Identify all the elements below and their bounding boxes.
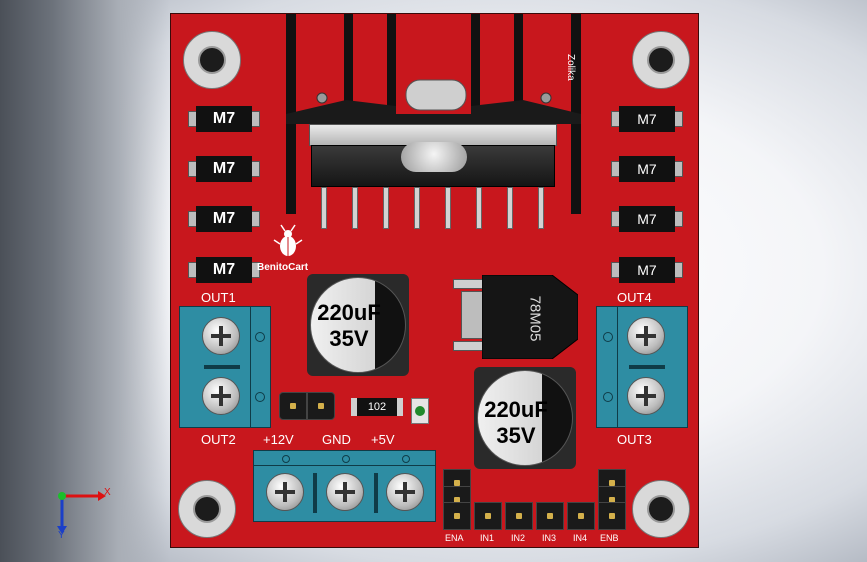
jumper-pin-1[interactable] [279,392,307,420]
capacitor-1-value: 220uF [317,300,381,325]
mounting-hole-top-left [183,31,241,89]
background-shade [0,0,170,562]
screw-out1[interactable] [202,317,240,355]
label-5v: +5V [371,432,395,447]
capacitor-2-voltage: 35V [496,423,536,448]
label-in4: IN4 [573,533,588,543]
ic-leg [414,187,420,229]
resistor: 102 [351,398,403,416]
label-gnd: GND [322,432,351,447]
header-pin-in1[interactable] [474,502,502,530]
ic-leg [507,187,513,229]
diode-right-2: M7 [611,156,683,182]
terminal-block-out3-out4[interactable] [596,306,688,428]
capacitor-2-value: 220uF [484,397,548,422]
author-silkscreen: Zolika [565,54,576,81]
diode-right-3: M7 [611,206,683,232]
l298n-board[interactable]: Zolika M7 M7 M7 M7 M7 M7 M7 M7 [170,13,699,548]
ic-leg [383,187,389,229]
diode-right-4: M7 [611,257,683,283]
axis-x-label: X [104,487,111,498]
diode-left-4: M7 [188,257,260,283]
mounting-hole-top-right [632,31,690,89]
diode-left-2: M7 [188,156,260,182]
mounting-hole-bottom-right [632,480,690,538]
ic-leg [538,187,544,229]
label-in2: IN2 [511,533,526,543]
diode-left-1: M7 [188,106,260,132]
diode-left-3: M7 [188,206,260,232]
header-pin-in2[interactable] [505,502,533,530]
ic-leg [352,187,358,229]
terminal-block-out1-out2[interactable] [179,306,271,428]
screw-out2[interactable] [202,377,240,415]
header-pin-ena[interactable] [443,502,471,530]
header-pin-enb[interactable] [598,502,626,530]
capacitor-2: 220uF 35V [474,367,576,469]
mounting-hole-bottom-left [178,480,236,538]
power-led [411,398,429,424]
label-out1: OUT1 [201,290,236,305]
regulator-tab [453,279,483,289]
label-enb: ENB [600,533,619,543]
heatsink [286,14,581,214]
jumper-pin-2[interactable] [307,392,335,420]
diode-right-1: M7 [611,106,683,132]
capacitor-1-voltage: 35V [329,326,369,351]
label-12v: +12V [263,432,294,447]
header-pin-in4[interactable] [567,502,595,530]
label-out4: OUT4 [617,290,652,305]
regulator-pin [453,341,483,351]
regulator-body [482,275,578,359]
resistor-label: 102 [367,401,387,413]
capacitor-1: 220uF 35V [307,274,409,376]
beetle-logo-icon [273,224,303,256]
regulator-pin [461,291,483,339]
screw-5v[interactable] [386,473,424,511]
label-in3: IN3 [542,533,557,543]
header-pin-in3[interactable] [536,502,564,530]
label-ena: ENA [445,533,464,543]
label-out2: OUT2 [201,432,236,447]
screw-out4[interactable] [627,317,665,355]
regulator-label: 78M05 [526,295,544,342]
label-out3: OUT3 [617,432,652,447]
terminal-block-power[interactable] [253,450,436,522]
screw-out3[interactable] [627,377,665,415]
driver-ic-bump [401,142,467,172]
screw-12v[interactable] [266,473,304,511]
ic-leg [476,187,482,229]
label-in1: IN1 [480,533,495,543]
ic-leg [321,187,327,229]
logo-text: BenitoCart [257,262,309,273]
axis-y-label: Y [58,530,65,541]
screw-gnd[interactable] [326,473,364,511]
coordinate-axes-icon [57,491,106,534]
ic-leg [445,187,451,229]
